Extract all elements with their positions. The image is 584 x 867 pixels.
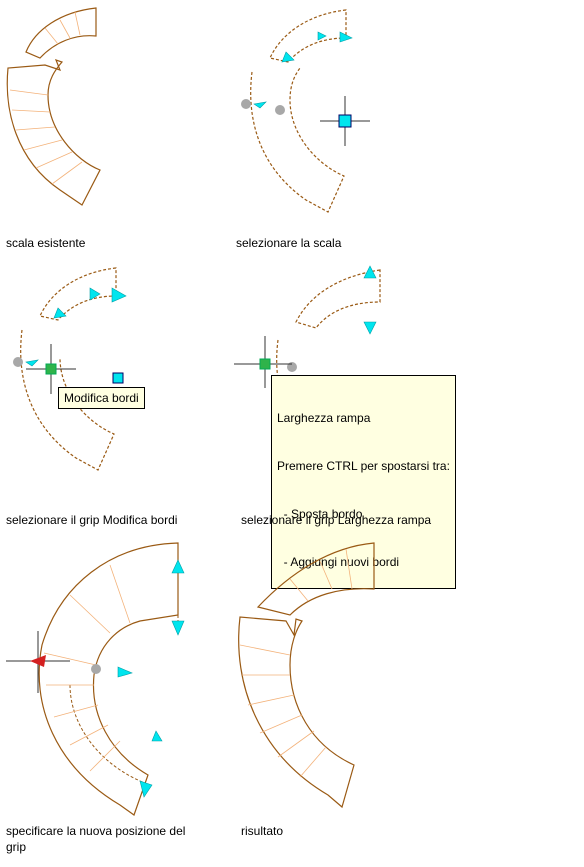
tooltip-title: Larghezza rampa: [277, 411, 371, 425]
grip-arrows[interactable]: [25, 287, 127, 367]
stair-drawing-selected: [241, 9, 370, 213]
stair-drawing-existing: [6, 7, 101, 206]
panel-new-position: [0, 535, 220, 825]
caption-result: risultato: [241, 824, 284, 838]
edit-edges-grip[interactable]: [45, 363, 57, 375]
caption-line: specificare la nuova posizione del: [6, 824, 186, 838]
hot-grip[interactable]: [30, 655, 46, 667]
panel-select-stair: [230, 0, 390, 230]
stair-treads: [9, 11, 83, 185]
stair-drawing-result: [238, 542, 375, 809]
panel-existing-stair: [0, 0, 240, 230]
cursor-box: [338, 114, 352, 128]
stair-outline: [38, 542, 179, 816]
stair-outline-dashed: [250, 9, 347, 213]
grip-arrows[interactable]: [253, 31, 353, 109]
caption-ramp-width: selezionare il grip Larghezza rampa: [241, 513, 432, 527]
grip-circle[interactable]: [91, 664, 101, 674]
tooltip-ramp-width: Larghezza rampa Premere CTRL per spostar…: [271, 375, 456, 589]
panel-edit-edges: [0, 258, 160, 498]
grip-circle[interactable]: [13, 357, 23, 367]
tooltip-line: - Sposta bordo: [277, 507, 363, 521]
grip-arrows[interactable]: [117, 559, 185, 798]
caption-line: grip: [6, 840, 27, 854]
caption-edit-edges: selezionare il grip Modifica bordi: [6, 513, 178, 527]
panel-result: [230, 535, 390, 815]
stair-drawing-new-position: [6, 542, 185, 816]
tooltip-edit-edges: Modifica bordi: [58, 387, 145, 409]
stair-outline: [6, 7, 101, 206]
grip-circle[interactable]: [241, 99, 251, 109]
caption-existing-stair: scala esistente: [6, 236, 86, 250]
caption-new-position: specificare la nuova posizione del grip: [6, 823, 185, 855]
tooltip-line: Premere CTRL per spostarsi tra:: [277, 459, 450, 473]
stair-drawing-edit-edges: [13, 267, 127, 471]
grip-circle[interactable]: [275, 105, 285, 115]
cursor-box: [112, 372, 124, 384]
caption-select-stair: selezionare la scala: [236, 236, 342, 250]
ramp-width-grip[interactable]: [259, 358, 271, 370]
